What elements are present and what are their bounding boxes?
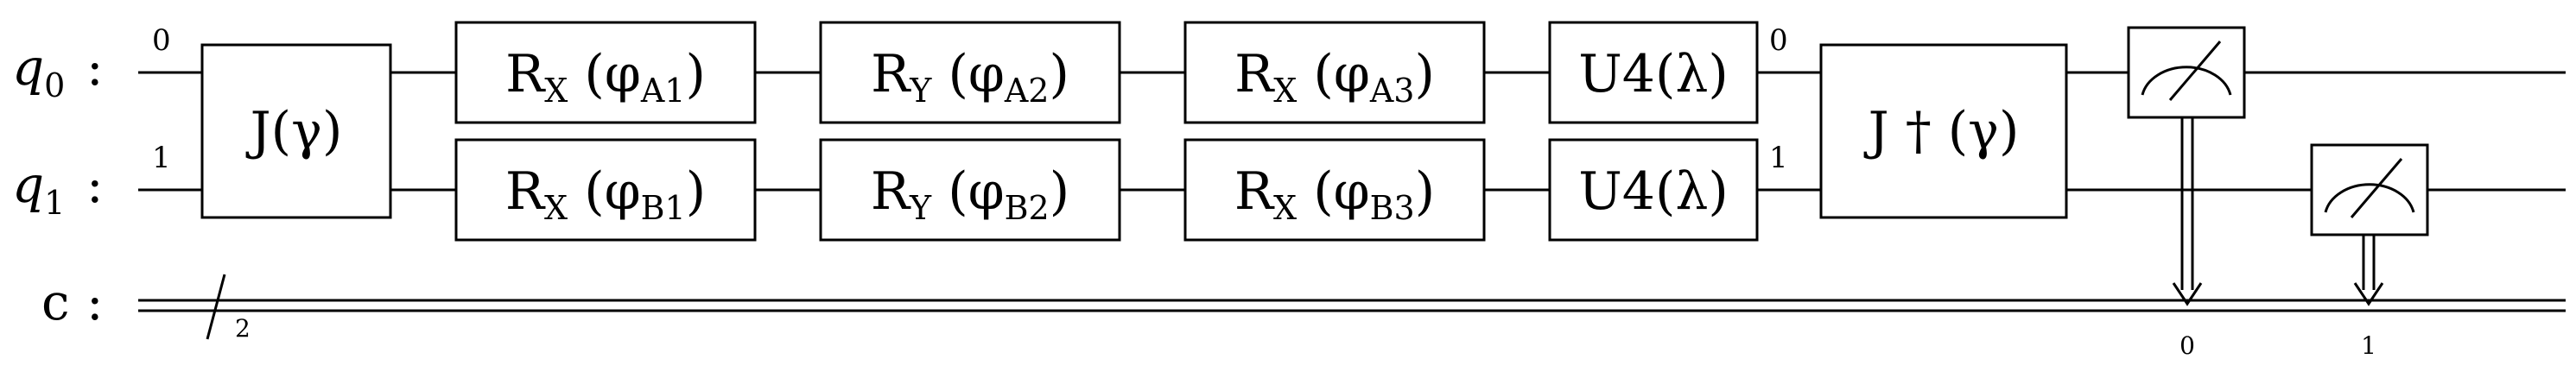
gate-ry-b2: RY (φB2) — [819, 138, 1121, 242]
svg-text:RY (φB2): RY (φB2) — [871, 161, 1069, 227]
q1-mid-label: 1 — [1769, 141, 1788, 175]
classical-width-label: 2 — [235, 314, 251, 343]
classical-register-label: c : — [41, 273, 104, 331]
svg-text:U4(λ): U4(λ) — [1578, 44, 1729, 104]
svg-text:q0: q0 — [12, 38, 65, 104]
gate-rx-a3: RX (φA3) — [1183, 21, 1486, 124]
svg-text:q1: q1 — [12, 155, 65, 222]
q1-input-label: 1 — [152, 141, 171, 175]
gate-rx-a1: RX (φA1) — [454, 21, 757, 124]
svg-text:RX (φB3): RX (φB3) — [1234, 161, 1435, 227]
measurement-q0 — [2127, 26, 2246, 119]
gate-rx-b1: RX (φB1) — [454, 138, 757, 242]
svg-text:J(γ): J(γ) — [245, 101, 343, 161]
entangler-gate: J(γ) — [200, 43, 392, 219]
gate-u4-a: U4(λ) — [1548, 21, 1759, 124]
measurement-q1 — [2310, 143, 2429, 236]
gate-rx-b3: RX (φB3) — [1183, 138, 1486, 242]
gate-u4-b: U4(λ) — [1548, 138, 1759, 242]
svg-text::: : — [86, 38, 104, 97]
measure-double-line-q1 — [2353, 235, 2384, 306]
svg-text::: : — [86, 273, 104, 331]
svg-text:RY (φA2): RY (φA2) — [871, 44, 1069, 110]
qubit-label-q0: q0 : — [12, 38, 104, 104]
svg-text:RX (φB1): RX (φB1) — [505, 161, 706, 227]
q0-input-label: 0 — [152, 23, 171, 58]
classical-bit-label-0: 0 — [2179, 331, 2195, 360]
disentangler-gate: J † (γ) — [1819, 43, 2068, 219]
classical-wire — [138, 299, 2566, 312]
svg-text:RX (φA3): RX (φA3) — [1234, 44, 1435, 110]
measure-double-line-q0 — [2172, 117, 2203, 306]
svg-text:c: c — [41, 273, 69, 331]
gate-ry-a2: RY (φA2) — [819, 21, 1121, 124]
svg-text:J † (γ): J † (γ) — [1863, 101, 2020, 161]
svg-text::: : — [86, 155, 104, 214]
q0-mid-label: 0 — [1769, 23, 1788, 58]
svg-text:RX (φA1): RX (φA1) — [505, 44, 706, 110]
classical-width-slash — [206, 274, 226, 340]
qubit-label-q1: q1 : — [12, 155, 104, 222]
classical-bit-label-1: 1 — [2361, 331, 2376, 360]
svg-text:U4(λ): U4(λ) — [1578, 161, 1729, 222]
